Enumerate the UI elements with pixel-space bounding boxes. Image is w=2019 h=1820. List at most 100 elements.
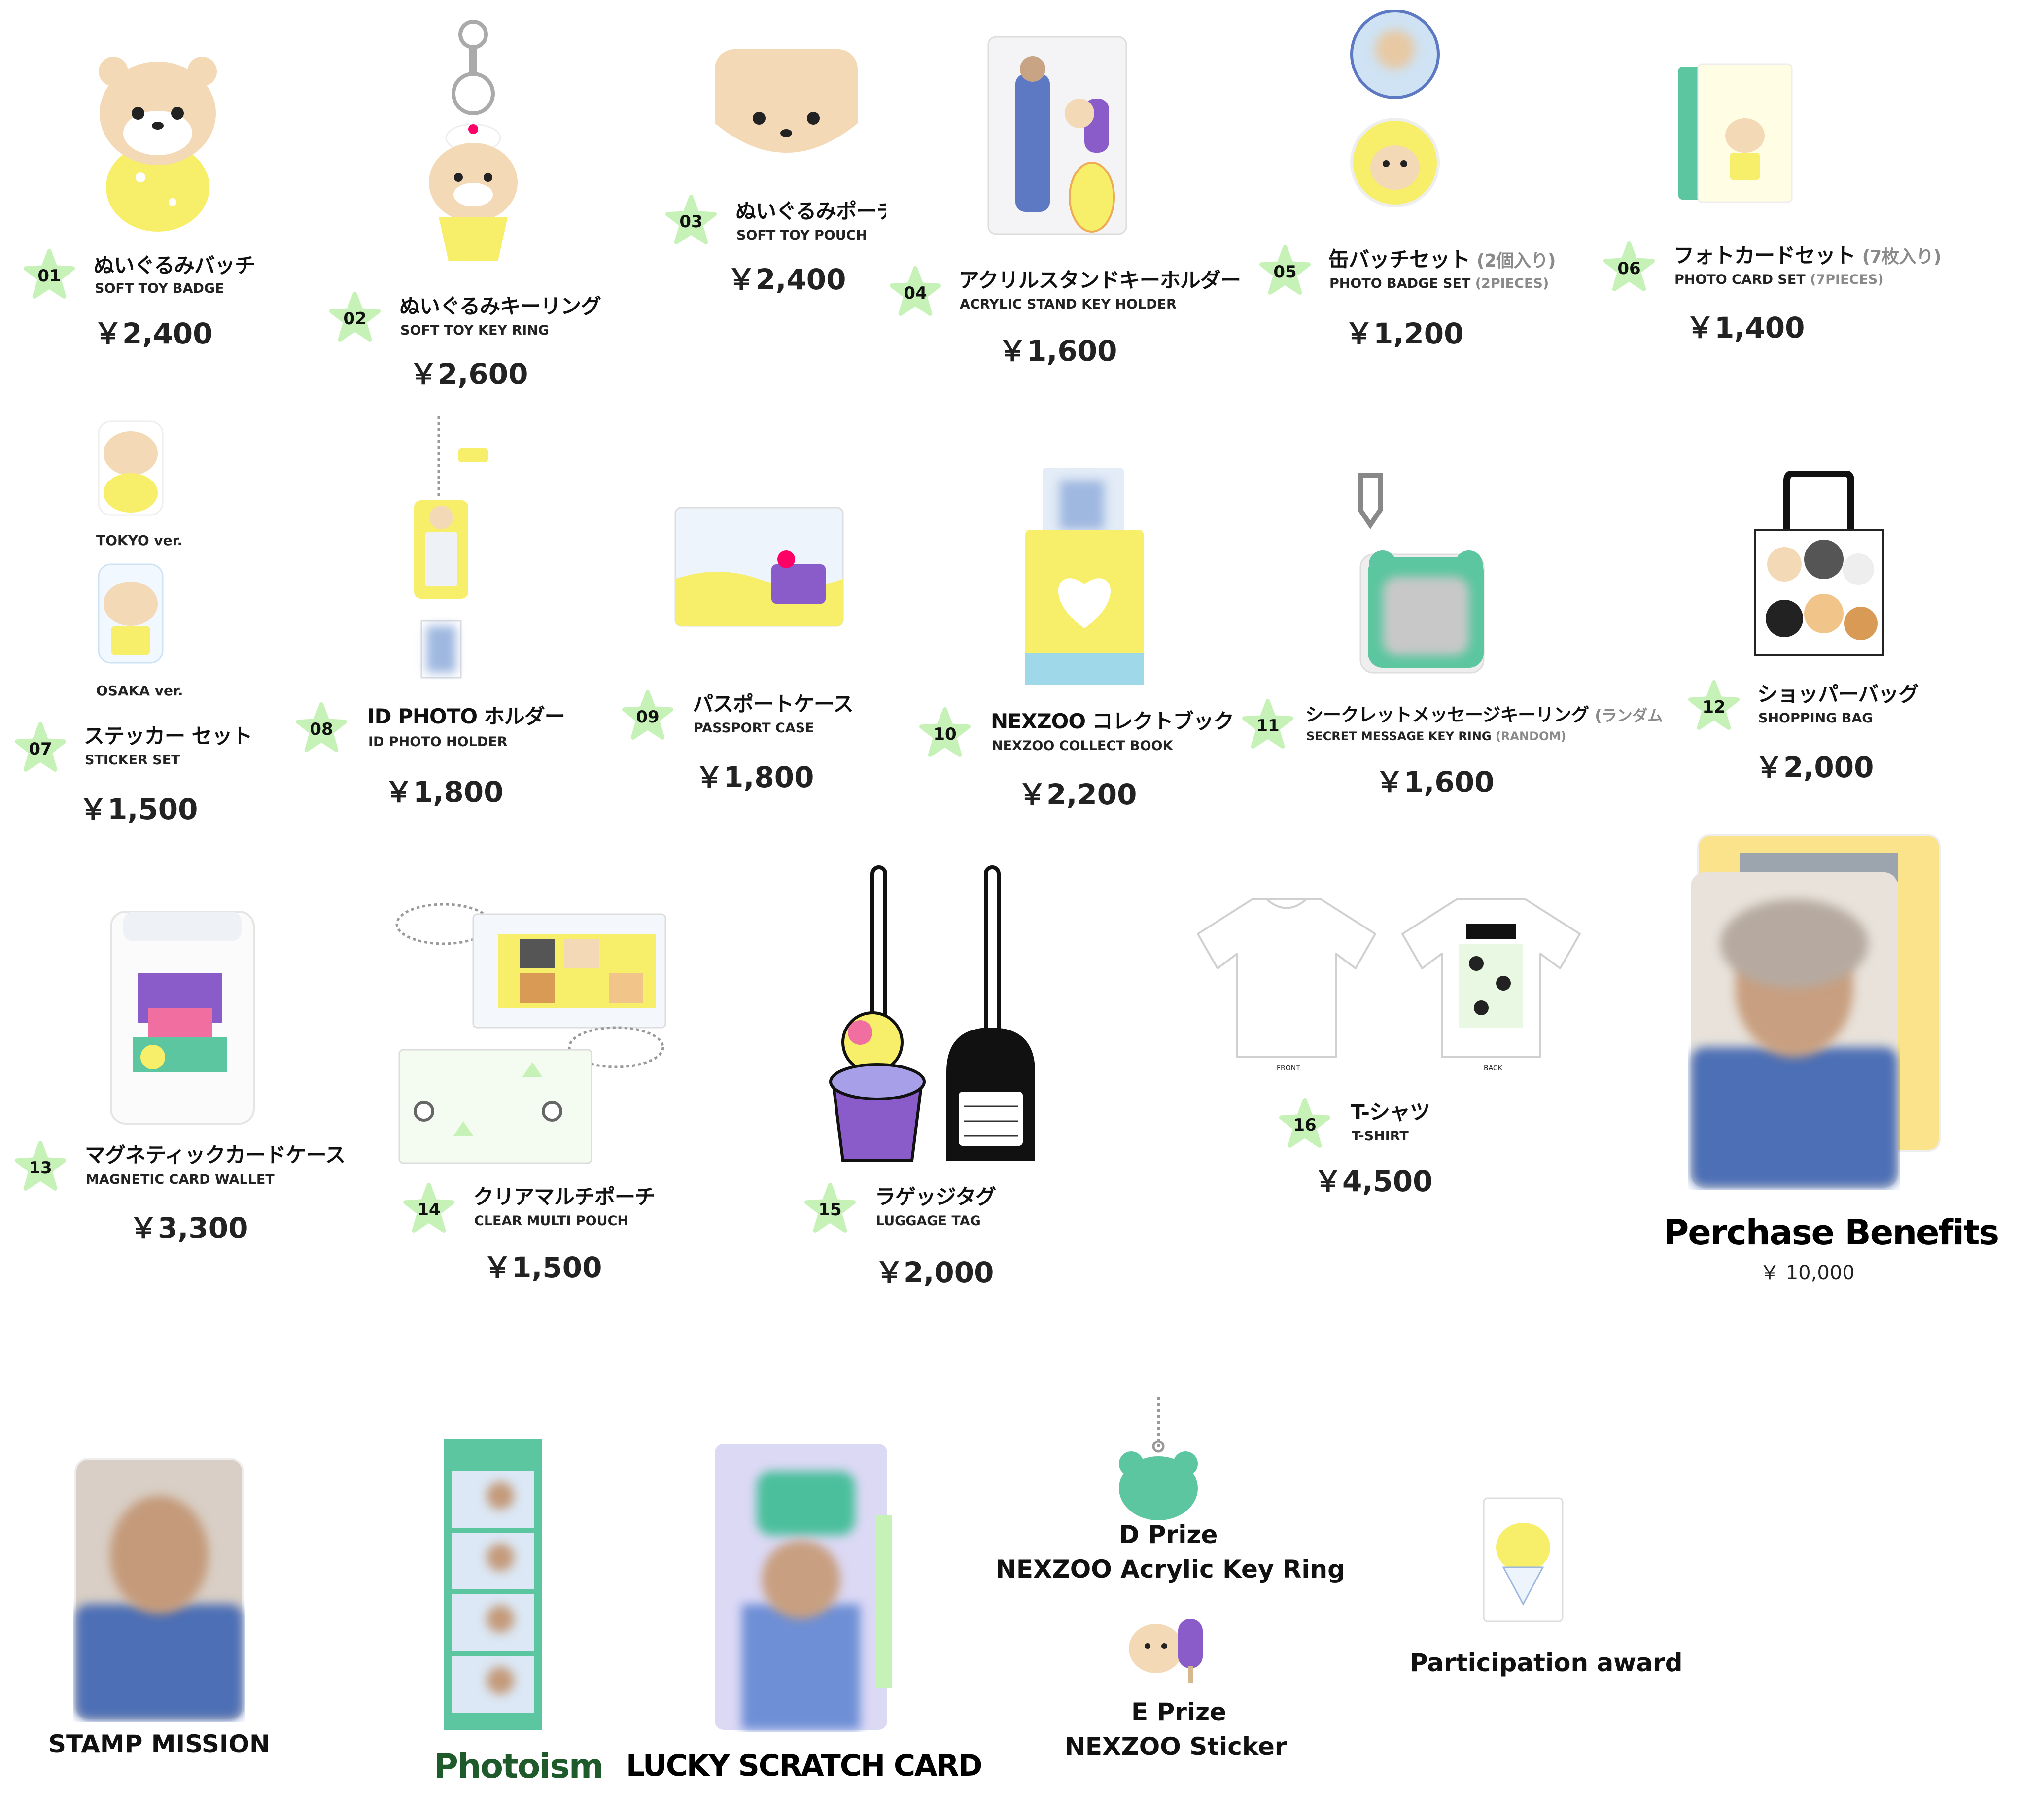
item-name-jp: 缶バッチセット (2個入り) xyxy=(1328,247,1556,272)
magnetic-card-wallet-image xyxy=(110,911,255,1125)
item-price: ￥2,000 xyxy=(1755,751,1874,784)
item-name-jp: ラゲッジタグ xyxy=(875,1185,996,1209)
item-number-badge: 15 xyxy=(804,1183,856,1234)
item-name-en: ID PHOTO HOLDER xyxy=(368,734,508,750)
item-number-badge: 11 xyxy=(1242,699,1293,750)
item-name-jp: ぬいぐるみキーリング xyxy=(399,294,601,318)
benefits-price: ￥ 10,000 xyxy=(1760,1262,1855,1284)
item-price: ￥4,500 xyxy=(1314,1165,1433,1198)
scratch-card-label: LUCKY SCRATCH CARD xyxy=(626,1749,982,1783)
item-name-jp: シークレットメッセージキーリング (ランダム xyxy=(1305,704,1663,725)
item-name-jp: クリアマルチポーチ xyxy=(473,1185,656,1209)
item-number-badge: 12 xyxy=(1688,680,1740,731)
soft-toy-pouch-image xyxy=(715,49,858,172)
item-number-badge: 10 xyxy=(919,707,971,758)
item-price: ￥3,300 xyxy=(129,1211,248,1245)
item-name-jp: フォトカードセット (7枚入り) xyxy=(1673,243,1942,268)
item-name-en: SHOPPING BAG xyxy=(1758,711,1873,726)
benefit-photocard-image xyxy=(1691,872,1898,1188)
benefits-title: Perchase Benefits xyxy=(1664,1212,1999,1253)
item-name-jp: アクリルスタンドキーホルダー xyxy=(959,268,1241,292)
item-name-jp: マグネティックカードケース xyxy=(85,1143,346,1167)
sticker-tokyo-image xyxy=(98,420,164,516)
item-price: ￥2,200 xyxy=(1018,778,1137,811)
item-number-badge: 09 xyxy=(622,690,673,741)
clear-multi-pouch-image xyxy=(395,903,666,1164)
participation-label: Participation award xyxy=(1410,1648,1683,1677)
soft-toy-badge-image xyxy=(99,57,217,232)
item-name-jp: ID PHOTO ホルダー xyxy=(367,704,565,728)
item-name-jp: ぬいぐるみバッチ xyxy=(94,253,255,277)
collect-book-image xyxy=(1025,468,1144,685)
d-prize-key-ring-image xyxy=(1119,1397,1198,1520)
tshirt-front-image xyxy=(1197,898,1376,1058)
photoism-strip-image xyxy=(444,1439,542,1730)
item-name-en: SECRET MESSAGE KEY RING (RANDOM) xyxy=(1306,729,1566,743)
item-number-badge: 13 xyxy=(15,1141,66,1192)
item-name-en: T-SHIRT xyxy=(1352,1129,1409,1144)
sticker-version-label: OSAKA ver. xyxy=(96,683,183,699)
item-name-en: NEXZOO COLLECT BOOK xyxy=(992,738,1173,754)
item-name-en: STICKER SET xyxy=(85,753,180,768)
tshirt-back-label: BACK xyxy=(1484,1065,1502,1072)
photoism-label: Photoism xyxy=(434,1747,604,1786)
item-name-jp: ショッパーバッグ xyxy=(1757,682,1919,706)
item-name-en: MAGNETIC CARD WALLET xyxy=(86,1172,275,1187)
item-number-badge: 02 xyxy=(329,292,381,343)
item-name-en: PHOTO BADGE SET (2PIECES) xyxy=(1329,276,1549,291)
sticker-osaka-image xyxy=(98,563,164,664)
e-prize-name: NEXZOO Sticker xyxy=(1065,1732,1287,1761)
stamp-mission-label: STAMP MISSION xyxy=(48,1730,270,1758)
acrylic-stand-image xyxy=(987,36,1127,235)
luggage-tag-image xyxy=(829,865,1035,1162)
participation-card-image xyxy=(1483,1497,1564,1622)
e-prize-sticker-image xyxy=(1129,1619,1203,1683)
item-number-badge: 06 xyxy=(1603,241,1655,293)
item-number-badge: 07 xyxy=(15,722,66,773)
passport-case-image xyxy=(674,507,844,627)
stamp-mission-card-image xyxy=(74,1458,244,1721)
item-number-badge: 05 xyxy=(1259,245,1311,296)
soft-toy-key-ring-image xyxy=(429,20,518,261)
item-price: ￥2,400 xyxy=(94,317,213,350)
tshirt-back-image xyxy=(1401,898,1581,1058)
photo-badge-set-image xyxy=(1350,10,1440,207)
e-prize-title: E Prize xyxy=(1131,1698,1227,1726)
item-name-jp: ステッカー セット xyxy=(84,724,253,748)
item-price: ￥2,600 xyxy=(409,357,528,391)
d-prize-title: D Prize xyxy=(1119,1520,1218,1549)
item-name-en: ACRYLIC STAND KEY HOLDER xyxy=(960,297,1177,312)
item-price: ￥1,500 xyxy=(483,1251,602,1284)
item-name-en: SOFT TOY KEY RING xyxy=(400,323,549,338)
item-number-badge: 01 xyxy=(24,249,75,300)
item-name-jp: ぬいぐるみポーチ xyxy=(735,199,886,223)
item-price: ￥1,600 xyxy=(998,334,1117,368)
photo-card-set-image xyxy=(1678,63,1793,203)
item-price: ￥1,200 xyxy=(1345,317,1464,350)
sticker-version-label: TOKYO ver. xyxy=(96,532,183,549)
item-name-en: PASSPORT CASE xyxy=(694,721,814,736)
item-name-en: SOFT TOY POUCH xyxy=(736,228,868,243)
d-prize-name: NEXZOO Acrylic Key Ring xyxy=(996,1555,1345,1583)
item-name-en: SOFT TOY BADGE xyxy=(95,281,224,296)
item-name-jp: パスポートケース xyxy=(693,692,854,716)
item-name-jp: NEXZOO コレクトブック xyxy=(991,709,1234,733)
secret-message-key-ring-image xyxy=(1358,473,1485,674)
shopping-bag-image xyxy=(1754,471,1884,656)
item-price: ￥1,600 xyxy=(1375,765,1495,799)
tshirt-front-label: FRONT xyxy=(1277,1065,1300,1072)
item-number-badge: 08 xyxy=(296,702,347,754)
item-name-en: CLEAR MULTI POUCH xyxy=(474,1213,629,1229)
item-price: ￥2,400 xyxy=(727,263,846,296)
item-price: ￥1,800 xyxy=(695,760,814,794)
item-price: ￥1,500 xyxy=(79,792,198,826)
item-number-badge: 03 xyxy=(665,195,717,246)
id-photo-holder-image xyxy=(414,416,488,679)
item-number-badge: 04 xyxy=(890,266,941,317)
item-number-badge: 16 xyxy=(1279,1098,1330,1149)
item-price: ￥1,800 xyxy=(384,775,504,809)
item-name-en: LUGGAGE TAG xyxy=(876,1213,981,1229)
item-name-en: PHOTO CARD SET (7PIECES) xyxy=(1674,272,1884,287)
item-price: ￥2,000 xyxy=(875,1256,994,1289)
item-name-jp: T-シャツ xyxy=(1351,1100,1430,1124)
